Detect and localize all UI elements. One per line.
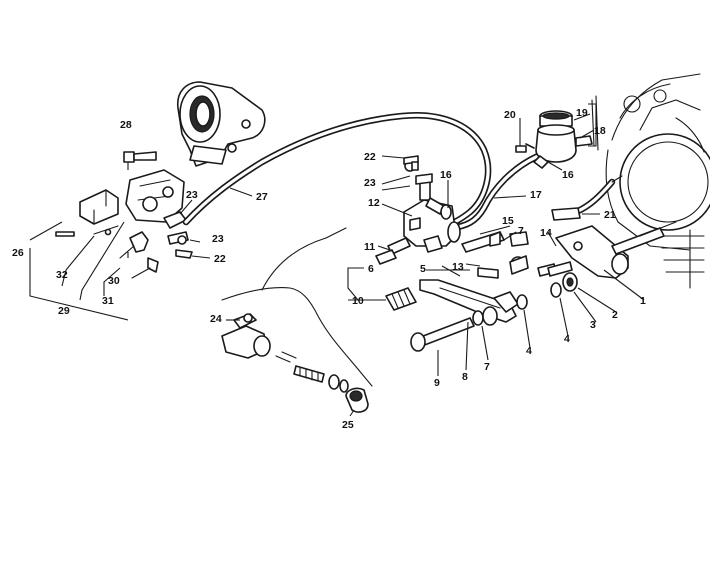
brake-pedal xyxy=(419,279,519,323)
caliper-small-parts xyxy=(119,231,159,279)
label-17: 17 xyxy=(530,189,542,201)
label-13: 13 xyxy=(452,261,464,273)
pivot-bolt-and-washers xyxy=(410,272,578,352)
label-32: 32 xyxy=(56,269,68,281)
label-7a: 7 xyxy=(518,225,524,237)
label-24: 24 xyxy=(210,313,222,325)
label-19: 19 xyxy=(576,107,588,119)
label-26: 26 xyxy=(12,247,24,259)
label-25: 25 xyxy=(342,419,354,431)
label-7b: 7 xyxy=(484,361,490,373)
label-3: 3 xyxy=(590,319,596,331)
label-8: 8 xyxy=(462,371,468,383)
label-22a: 22 xyxy=(364,151,376,163)
label-10: 10 xyxy=(352,295,364,307)
rear-brake-hose xyxy=(182,112,492,230)
label-20: 20 xyxy=(504,109,516,121)
label-11: 11 xyxy=(364,241,375,253)
label-27: 27 xyxy=(256,191,268,203)
label-4b: 4 xyxy=(526,345,532,357)
label-30: 30 xyxy=(108,275,120,287)
label-15: 15 xyxy=(502,215,514,227)
rear-brake-caliper xyxy=(125,169,185,223)
label-28: 28 xyxy=(120,119,132,131)
caliper-bracket xyxy=(176,81,266,167)
label-31: 31 xyxy=(102,295,114,307)
label-23c: 23 xyxy=(212,233,224,245)
label-12: 12 xyxy=(368,197,380,209)
callout-labels: 1 2 3 4 4 5 6 7 7 8 9 10 11 12 13 14 15 … xyxy=(12,107,646,431)
label-21: 21 xyxy=(604,209,616,221)
label-6: 6 xyxy=(368,263,374,275)
caliper-bolt xyxy=(123,151,157,163)
brake-pads xyxy=(55,189,119,237)
label-9: 9 xyxy=(434,377,440,389)
inset-detail-outline xyxy=(221,227,373,387)
label-23a: 23 xyxy=(364,177,376,189)
caliper-banjo-fittings xyxy=(163,211,193,259)
label-22b: 22 xyxy=(214,253,226,265)
leader-lines xyxy=(29,103,645,417)
label-5: 5 xyxy=(420,263,426,275)
label-18: 18 xyxy=(594,125,606,137)
label-29: 29 xyxy=(58,305,70,317)
engine-casing xyxy=(591,73,710,289)
pedal-bracket xyxy=(547,221,677,279)
label-23b: 23 xyxy=(186,189,198,201)
inset-cylinder-parts xyxy=(221,313,369,413)
reservoir-hose xyxy=(448,152,542,232)
foot-peg-rubber xyxy=(385,287,417,311)
label-16a: 16 xyxy=(440,169,452,181)
misc-screws xyxy=(375,231,529,265)
brake-light-switch-cable xyxy=(551,175,623,221)
label-2: 2 xyxy=(612,309,618,321)
label-14: 14 xyxy=(540,227,552,239)
label-4a: 4 xyxy=(564,333,570,345)
master-cylinder xyxy=(387,155,461,255)
fluid-reservoir xyxy=(515,110,593,169)
label-1: 1 xyxy=(640,295,646,307)
label-16b: 16 xyxy=(562,169,574,181)
